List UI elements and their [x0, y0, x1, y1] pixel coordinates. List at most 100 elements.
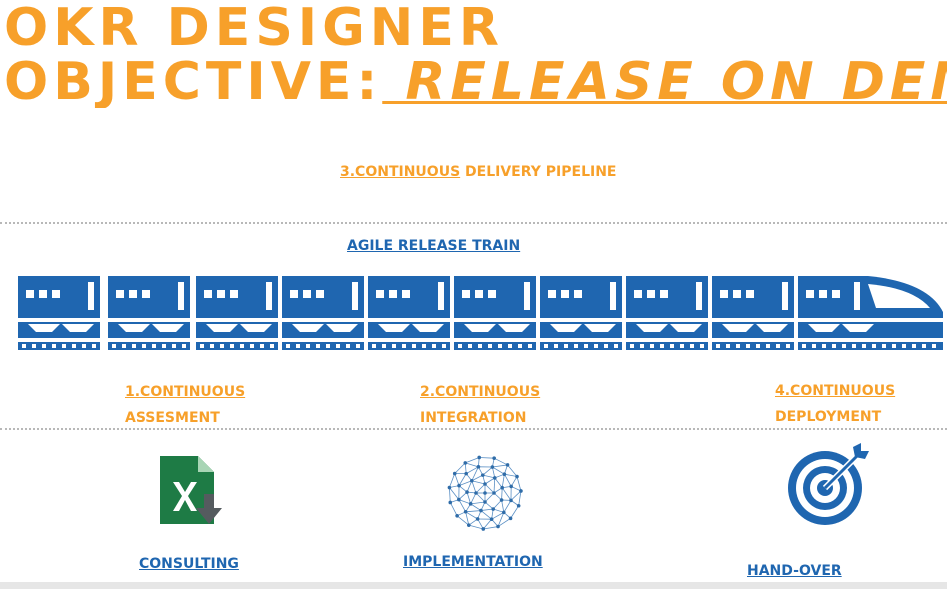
network-edge: [466, 491, 472, 504]
train-car: [540, 276, 622, 350]
network-edge: [454, 473, 460, 486]
network-node: [483, 482, 487, 486]
network-node: [500, 485, 505, 490]
network-node: [509, 484, 513, 489]
network-edge: [501, 487, 512, 501]
network-edge: [465, 466, 479, 474]
network-edge: [493, 508, 504, 513]
train-car: [626, 276, 708, 350]
stage-1-line2: ASSESMENT: [125, 410, 220, 426]
network-edge: [465, 462, 479, 468]
network-node: [491, 507, 495, 511]
network-node: [479, 508, 483, 513]
network-node: [483, 491, 487, 495]
network-edge: [501, 499, 505, 513]
network-edge: [465, 510, 482, 513]
network-edge: [456, 515, 470, 526]
network-node: [475, 517, 480, 521]
network-edge: [471, 466, 479, 481]
network-edge: [484, 483, 495, 494]
train-car: [712, 276, 794, 350]
network-node: [457, 497, 461, 502]
network-edge: [449, 487, 451, 503]
caption-consulting: CONSULTING: [139, 556, 239, 572]
network-edge: [470, 503, 482, 511]
network-edge: [465, 457, 480, 464]
network-edge: [458, 499, 471, 505]
network-node: [490, 465, 495, 469]
stage-4-line1: 4.CONTINUOUS: [775, 383, 896, 399]
network-edge: [475, 483, 486, 494]
page-title: OKR DESIGNER: [4, 0, 504, 58]
network-edge: [484, 477, 495, 485]
train-cars: [18, 276, 943, 350]
network-edge: [504, 473, 512, 487]
network-node: [489, 517, 494, 521]
network-edge: [458, 473, 467, 486]
train-car: [196, 276, 278, 350]
network-node: [465, 490, 469, 494]
train-car: [282, 276, 364, 350]
network-edge: [471, 480, 477, 494]
stage-2-line1: 2.CONTINUOUS: [420, 384, 541, 400]
network-node: [470, 478, 474, 483]
network-globe-icon: [447, 455, 523, 531]
network-node: [492, 491, 496, 495]
network-edge: [503, 500, 512, 513]
network-node: [496, 524, 500, 529]
network-edge: [510, 505, 520, 519]
target-arrow-icon: [788, 443, 869, 525]
train-car: [368, 276, 450, 350]
pipeline-prefix: 3.CONTINUOUS: [340, 164, 461, 180]
objective-title: OBJECTIVE: RELEASE ON DEMA: [4, 56, 947, 108]
network-node: [505, 463, 510, 467]
network-edge: [449, 473, 456, 488]
train-label: AGILE RELEASE TRAIN: [347, 238, 521, 254]
network-node: [476, 465, 481, 469]
network-node: [463, 461, 468, 465]
caption-implementation: IMPLEMENTATION: [403, 554, 543, 570]
network-node: [492, 476, 497, 480]
pipeline-rest: DELIVERY PIPELINE: [460, 164, 617, 180]
network-node: [466, 523, 471, 527]
network-edge: [497, 512, 505, 527]
network-node: [468, 502, 473, 506]
network-node: [516, 503, 521, 508]
divider-top: [0, 222, 947, 224]
network-edge: [465, 511, 478, 520]
network-node: [480, 473, 485, 477]
network-edge: [482, 474, 495, 479]
network-node: [499, 498, 504, 502]
network-node: [481, 527, 486, 531]
network-edge: [480, 510, 492, 520]
network-edge: [475, 492, 486, 503]
train-car: [108, 276, 190, 350]
network-edge: [470, 501, 486, 505]
network-edge: [493, 457, 508, 466]
network-edge: [497, 518, 511, 527]
network-edge: [449, 487, 460, 500]
network-edge: [493, 477, 496, 494]
bottom-scroll-bar: [0, 582, 947, 589]
network-node: [474, 491, 478, 495]
train-car: [454, 276, 536, 350]
network-edge: [494, 477, 503, 488]
network-node: [455, 513, 459, 518]
network-edge: [449, 502, 458, 516]
network-edge: [507, 464, 518, 477]
network-edge: [491, 466, 496, 478]
stage-1-line1: 1.CONTINUOUS: [125, 384, 246, 400]
caption-hand-over: HAND-OVER: [747, 563, 842, 579]
train-illustration: [18, 276, 943, 350]
network-node: [463, 510, 468, 514]
network-edge: [482, 466, 493, 476]
network-edge: [491, 512, 505, 520]
network-edge: [518, 490, 522, 506]
network-edge: [492, 466, 505, 475]
network-edge: [458, 499, 466, 513]
network-node: [519, 489, 523, 493]
network-node: [502, 510, 506, 515]
network-node: [509, 498, 513, 503]
pipeline-label: 3.CONTINUOUS DELIVERY PIPELINE: [340, 165, 616, 179]
train-car: [18, 276, 100, 350]
